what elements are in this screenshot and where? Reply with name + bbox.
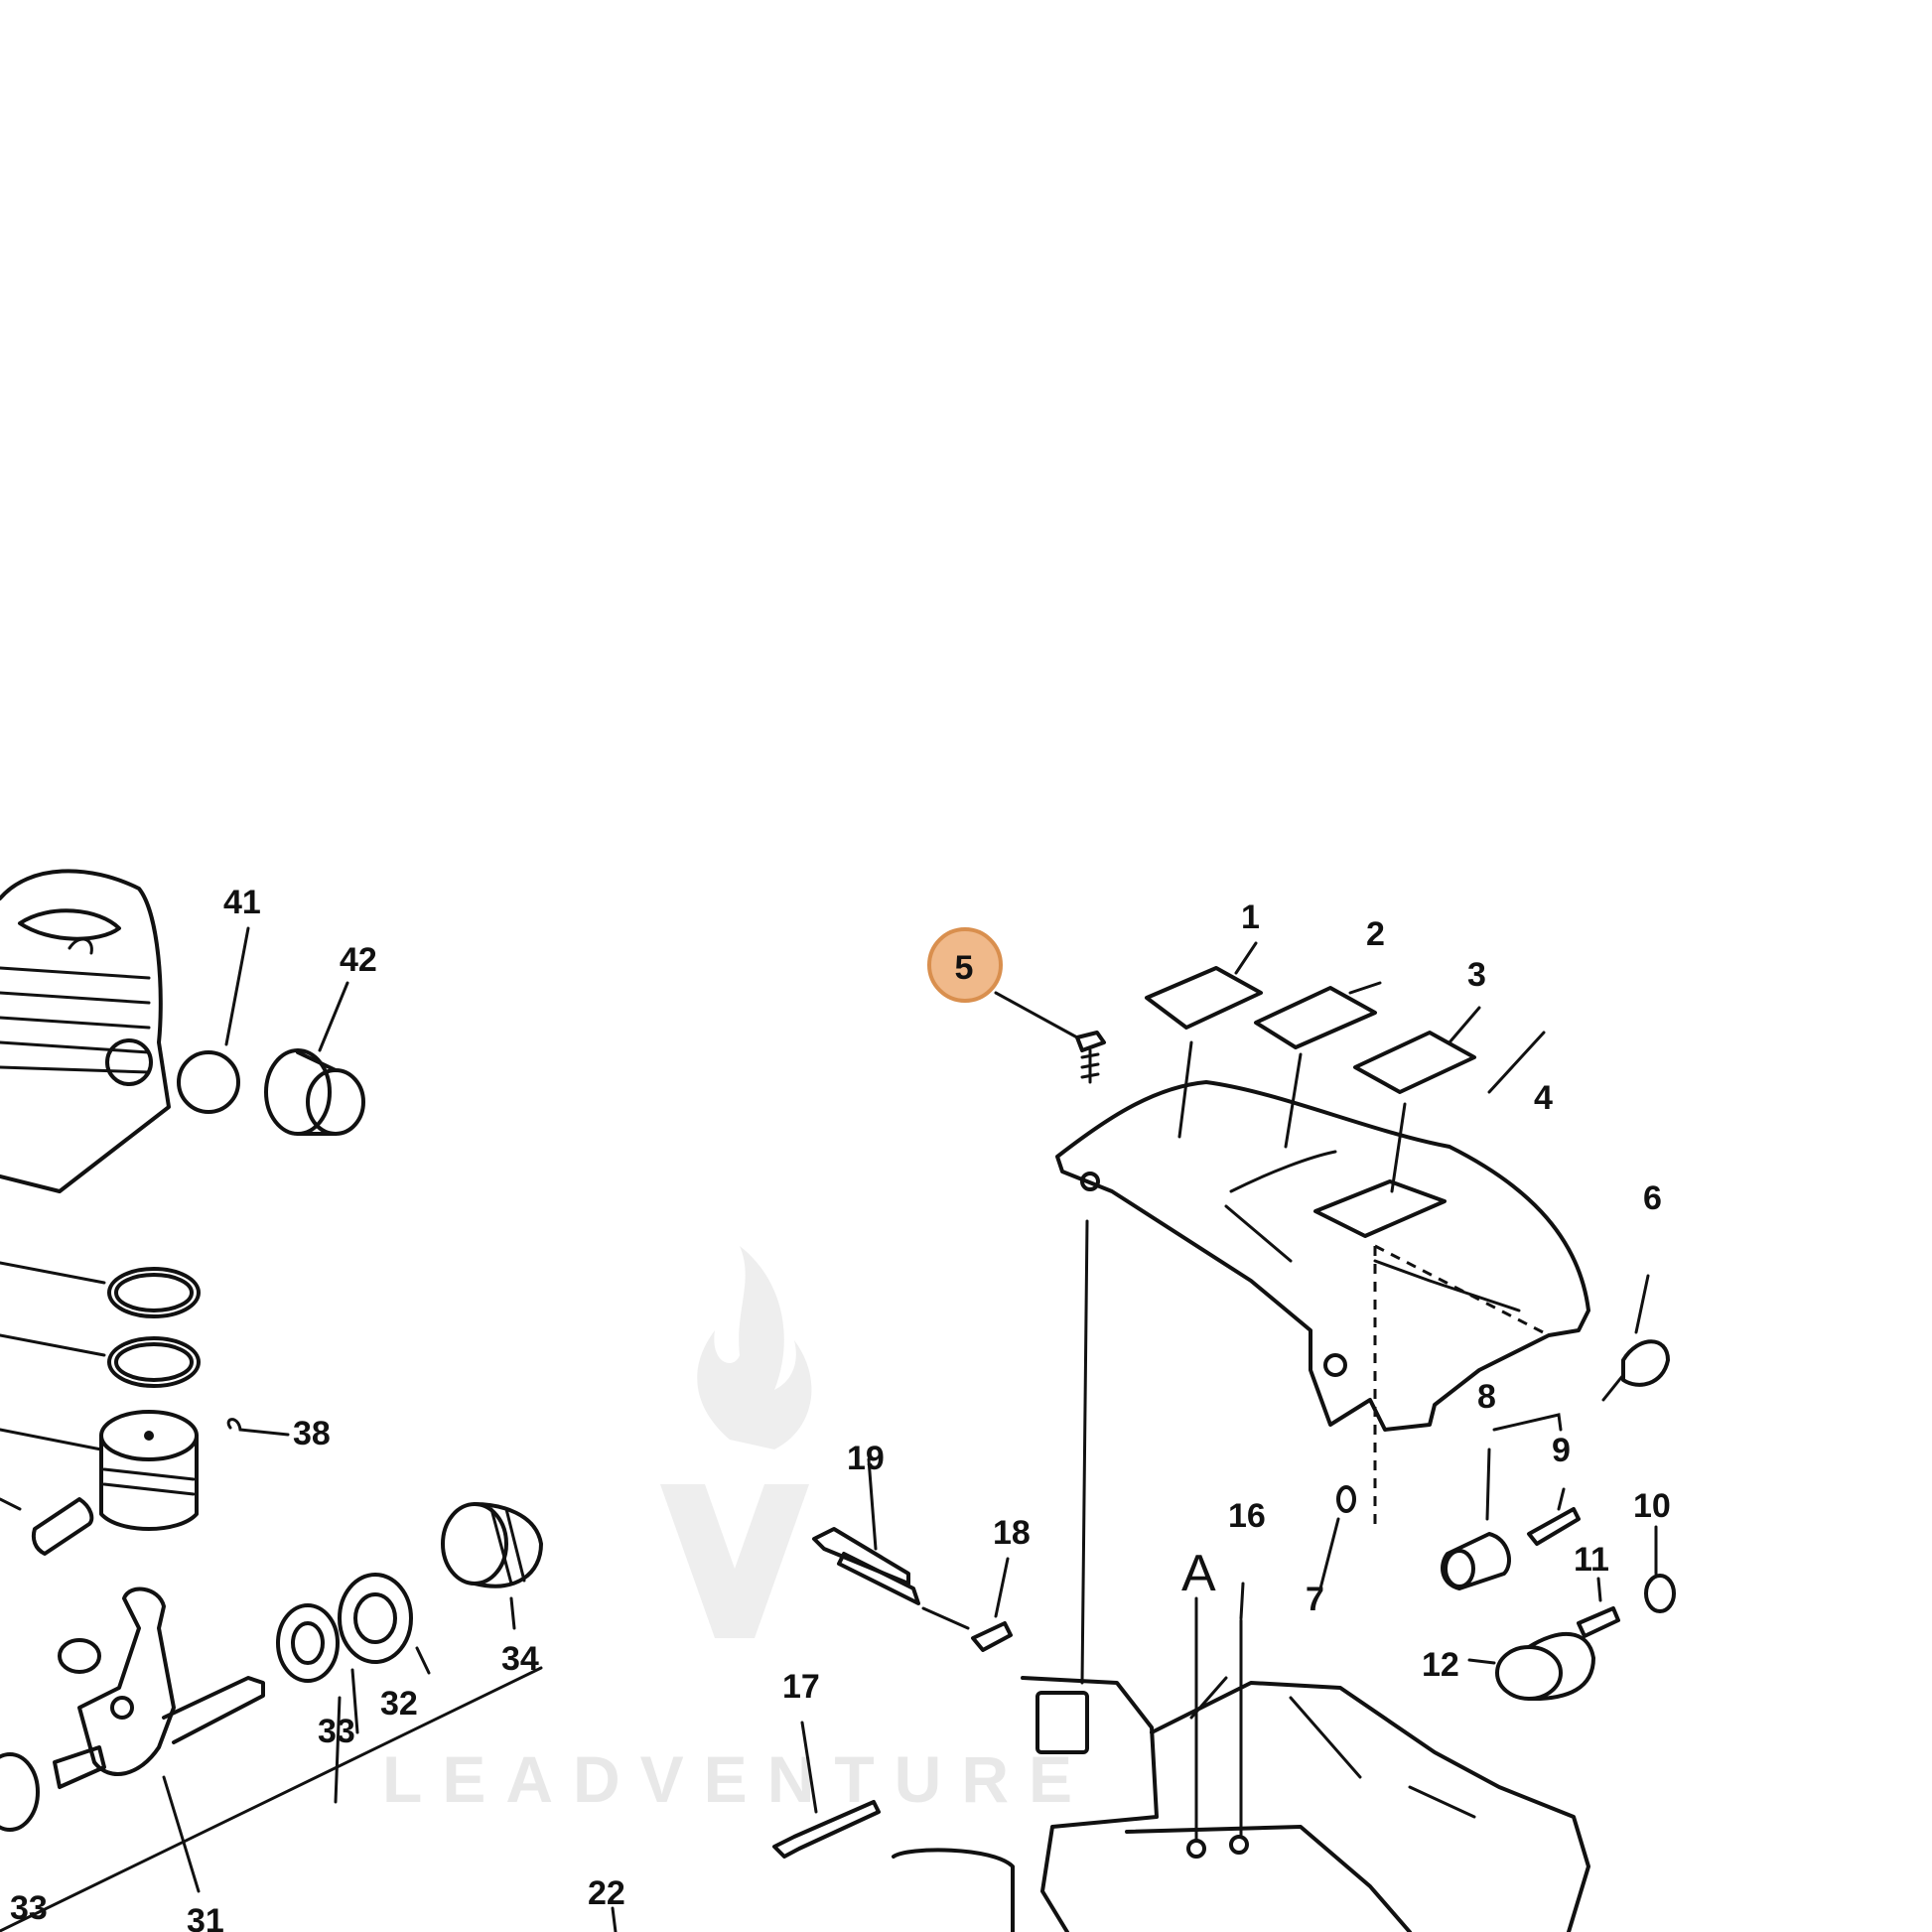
leader-lines-left	[0, 926, 543, 1932]
screw-9	[1527, 1487, 1581, 1546]
anti-vibration-8	[1441, 1413, 1563, 1590]
piston	[0, 1410, 290, 1531]
callout-3: 3	[1467, 956, 1486, 994]
decompression-valve-42	[264, 1048, 365, 1136]
callout-10: 10	[1633, 1487, 1671, 1525]
callout-16: 16	[1228, 1497, 1266, 1535]
callout-42: 42	[340, 941, 377, 979]
callout-34: 34	[501, 1640, 539, 1678]
callout-9: 9	[1552, 1432, 1571, 1469]
screw-5	[994, 991, 1106, 1685]
nut-7	[1318, 1485, 1356, 1590]
bolt-17	[772, 1721, 881, 1859]
callout-22: 22	[588, 1874, 625, 1912]
callout-2: 2	[1366, 915, 1385, 953]
callout-7: 7	[1306, 1581, 1324, 1618]
knob-6	[1601, 1274, 1670, 1402]
callouts: 1 2 3 4 5 6 7 8 9 10 11 12 16 17 18 19 2…	[10, 884, 1671, 1932]
callout-1: 1	[1241, 898, 1260, 936]
seal-34	[441, 1502, 543, 1588]
callout-17: 17	[782, 1668, 820, 1706]
nut-18	[921, 1557, 1013, 1652]
anti-vibration-12	[1467, 1632, 1595, 1702]
piston-pin	[0, 1497, 94, 1556]
callout-38: 38	[293, 1415, 331, 1452]
callout-5-highlight	[927, 927, 1003, 1003]
callout-18: 18	[993, 1514, 1031, 1552]
watermark-text: LEADVENTURE	[382, 1742, 1092, 1816]
callout-33-center: 33	[318, 1713, 355, 1750]
callout-A: A	[1181, 1545, 1216, 1602]
callout-31: 31	[187, 1902, 224, 1932]
watermark-flame-icon	[697, 1246, 812, 1449]
washer-10	[1644, 1525, 1676, 1613]
callout-5: 5	[955, 949, 974, 987]
piston-rings	[0, 1261, 201, 1388]
callout-11: 11	[1574, 1541, 1609, 1579]
cylinder	[0, 869, 171, 1193]
callout-33-left: 33	[10, 1889, 48, 1927]
watermark: LEADVENTURE	[382, 1246, 1092, 1816]
cover-4	[1055, 1031, 1590, 1524]
watermark-v-icon	[660, 1484, 809, 1638]
gasket-22	[611, 1906, 618, 1932]
callout-8: 8	[1477, 1378, 1496, 1416]
crankshaft-31	[53, 1587, 265, 1789]
callout-19: 19	[847, 1440, 885, 1477]
callout-4: 4	[1534, 1079, 1553, 1117]
crankcase	[892, 1582, 1590, 1932]
callout-32: 32	[380, 1685, 418, 1723]
callout-6: 6	[1643, 1179, 1662, 1217]
callout-41: 41	[223, 884, 261, 921]
bearings	[0, 1573, 413, 1832]
bolt-19	[812, 1457, 920, 1605]
callout-12: 12	[1422, 1646, 1459, 1684]
screw-11	[1577, 1577, 1620, 1638]
decals-1-2-3	[1145, 941, 1481, 1193]
gasket-41	[177, 1050, 240, 1114]
